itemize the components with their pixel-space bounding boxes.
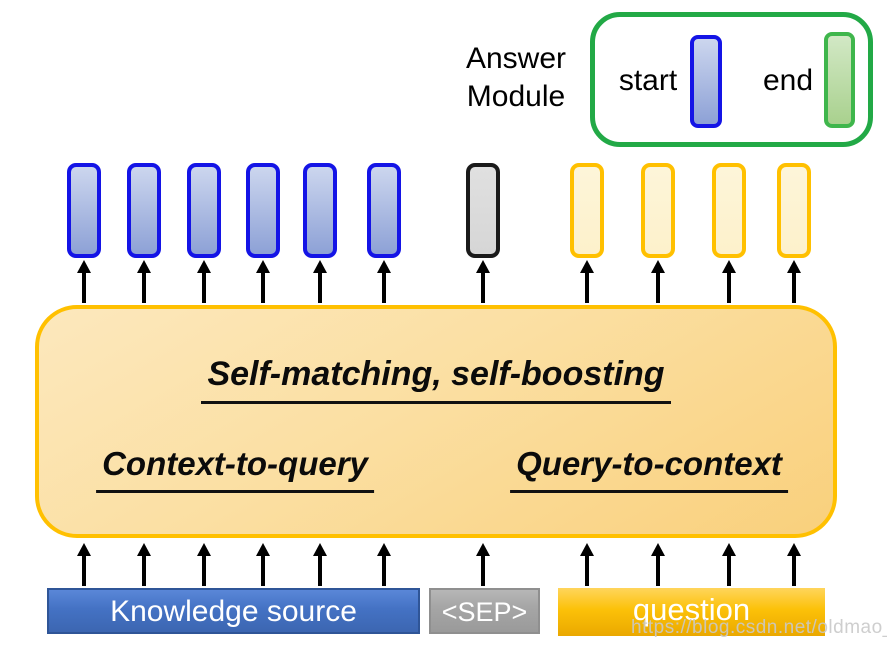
gray-token-icon — [466, 163, 500, 258]
up-arrow-icon — [651, 543, 665, 586]
blue-token-icon — [246, 163, 280, 258]
up-arrow-icon — [787, 260, 801, 303]
up-arrow-icon — [377, 543, 391, 586]
answer-module-label: Answer Module — [441, 40, 591, 116]
up-arrow-icon — [137, 260, 151, 303]
up-arrow-icon — [651, 260, 665, 303]
start-token-icon — [690, 35, 722, 128]
up-arrow-icon — [476, 543, 490, 586]
question-box: question — [558, 588, 825, 636]
up-arrow-icon — [77, 543, 91, 586]
watermark-text: https://blog.csdn.net/oldmao_2001 — [631, 617, 887, 638]
answer-module-label-line2: Module — [466, 80, 566, 113]
yellow-token-icon — [641, 163, 675, 258]
up-arrow-icon — [476, 260, 490, 303]
up-arrow-icon — [722, 543, 736, 586]
context-to-query-title: Context-to-query — [96, 445, 374, 493]
query-to-context-text: Query-to-context — [510, 445, 788, 493]
blue-token-icon — [127, 163, 161, 258]
up-arrow-icon — [256, 543, 270, 586]
up-arrow-icon — [377, 260, 391, 303]
attention-box: Self-matching, self-boosting Context-to-… — [35, 305, 837, 538]
up-arrow-icon — [580, 543, 594, 586]
up-arrow-icon — [77, 260, 91, 303]
knowledge-source-label: Knowledge source — [110, 595, 357, 628]
up-arrow-icon — [256, 260, 270, 303]
blue-token-icon — [67, 163, 101, 258]
up-arrow-icon — [137, 543, 151, 586]
up-arrow-icon — [197, 543, 211, 586]
blue-token-icon — [187, 163, 221, 258]
up-arrow-icon — [580, 260, 594, 303]
end-token-icon — [824, 32, 855, 128]
up-arrow-icon — [722, 260, 736, 303]
yellow-token-icon — [570, 163, 604, 258]
context-to-query-text: Context-to-query — [96, 445, 374, 493]
question-label: question — [632, 592, 751, 627]
self-matching-title: Self-matching, self-boosting — [39, 355, 833, 404]
answer-module-label-line1: Answer — [465, 42, 567, 75]
up-arrow-icon — [787, 543, 801, 586]
blue-token-icon — [367, 163, 401, 258]
yellow-token-icon — [777, 163, 811, 258]
query-to-context-title: Query-to-context — [510, 445, 788, 493]
sep-box: <SEP> — [429, 588, 540, 634]
yellow-token-icon — [712, 163, 746, 258]
knowledge-source-box: Knowledge source — [47, 588, 420, 634]
up-arrow-icon — [197, 260, 211, 303]
blue-token-icon — [303, 163, 337, 258]
self-matching-text: Self-matching, self-boosting — [201, 355, 671, 404]
start-label: start — [618, 64, 678, 97]
sep-label: <SEP> — [441, 597, 528, 627]
end-label: end — [762, 64, 814, 97]
up-arrow-icon — [313, 260, 327, 303]
up-arrow-icon — [313, 543, 327, 586]
